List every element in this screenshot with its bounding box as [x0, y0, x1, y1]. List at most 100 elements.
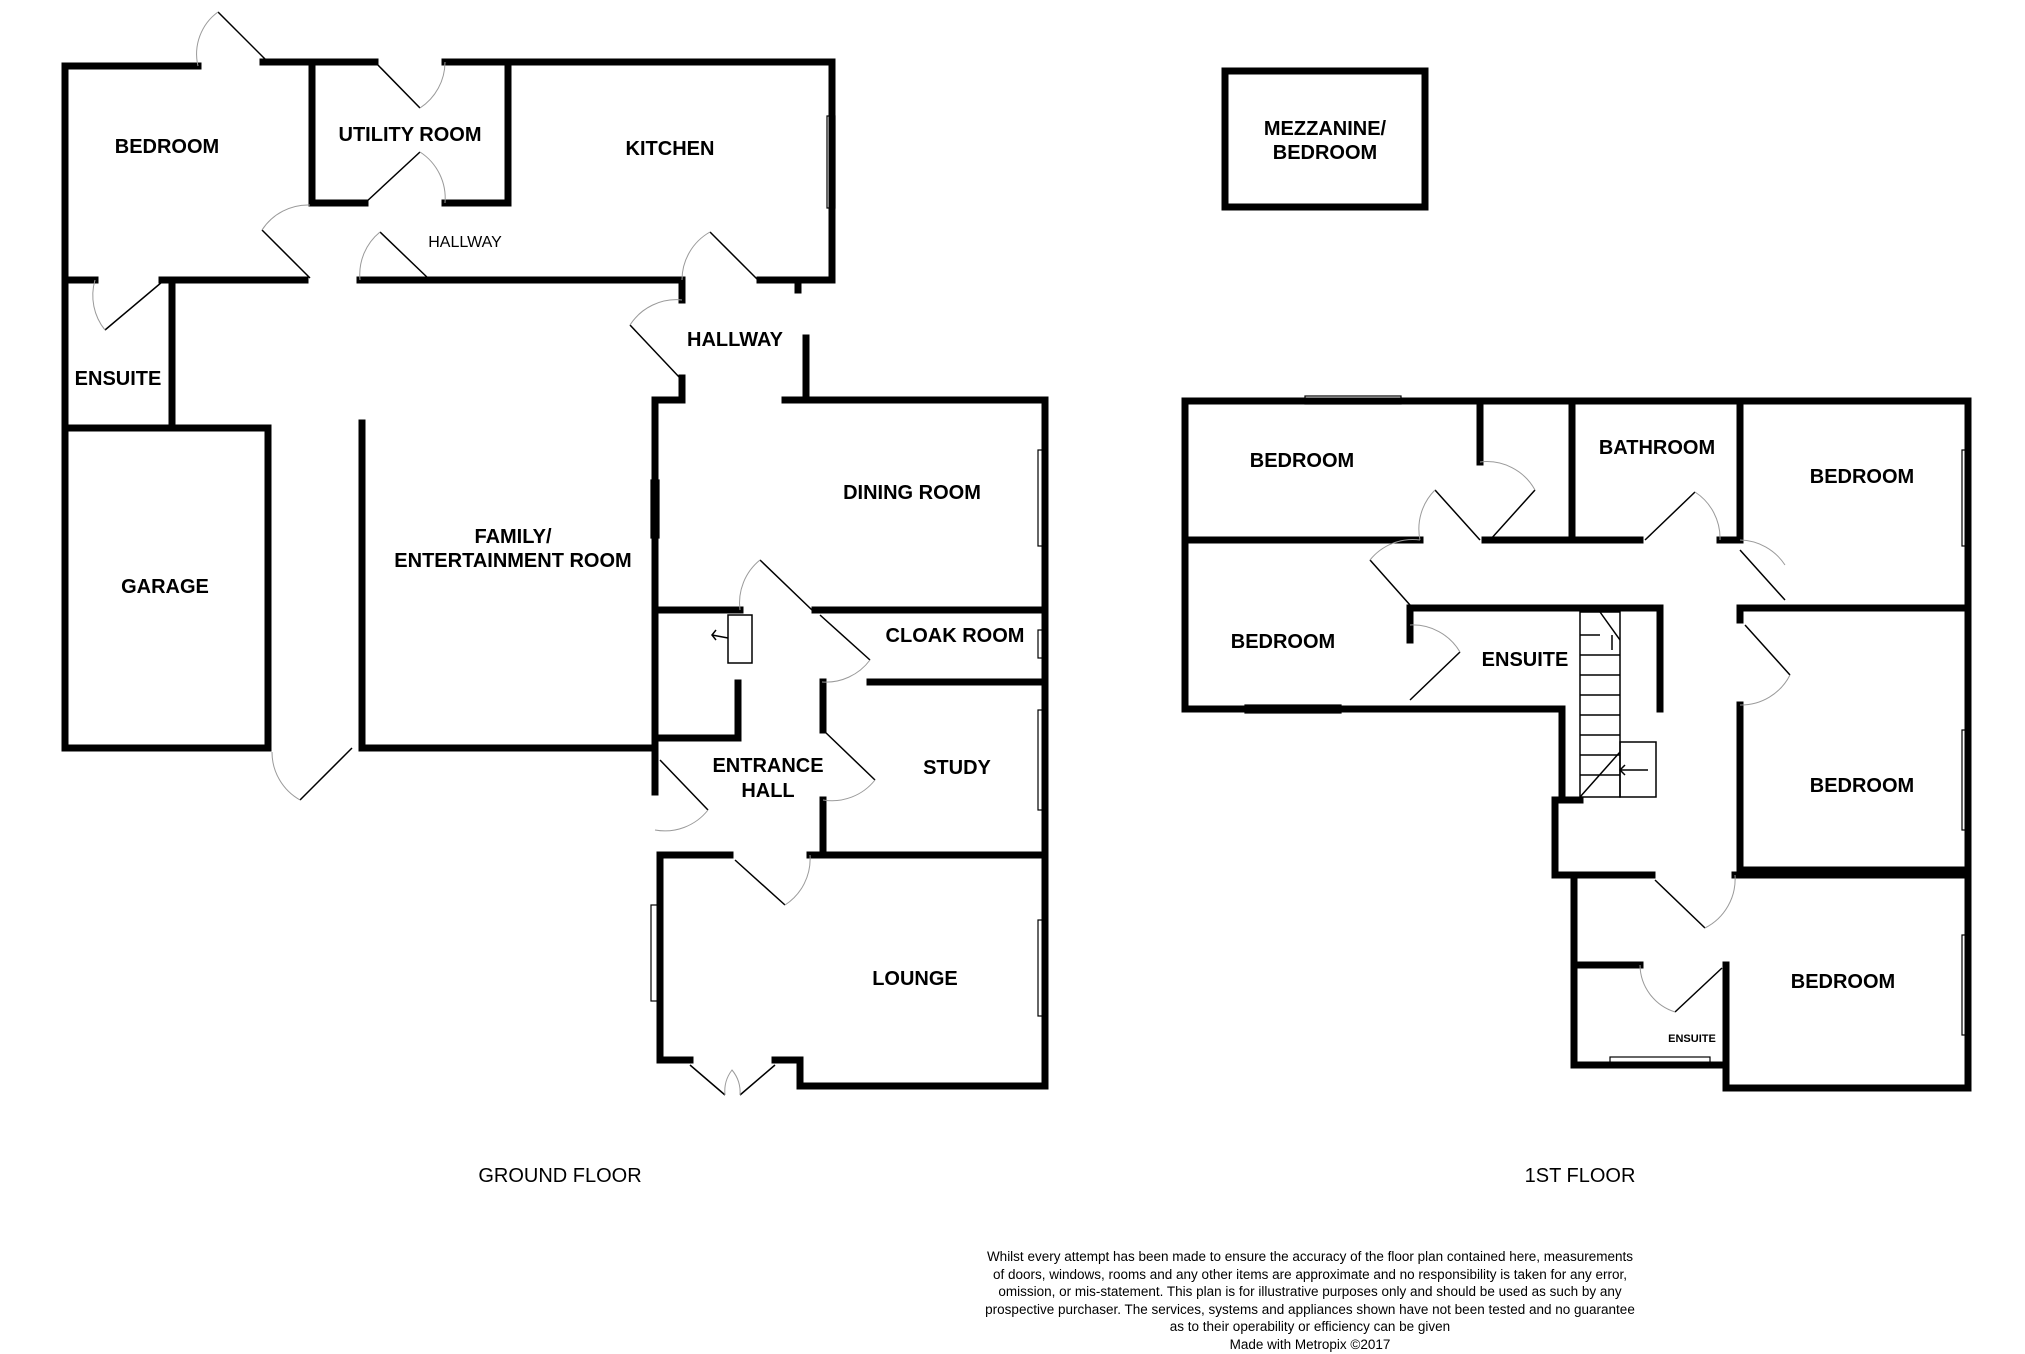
door-cloak	[819, 614, 871, 661]
wall-utility-east	[441, 58, 512, 207]
door-cloak-swing	[821, 659, 871, 683]
door-utility-north	[374, 61, 421, 109]
room-label-hallway: HALLWAY	[687, 329, 784, 351]
ground-floor-label: GROUND FLOOR	[478, 1165, 641, 1187]
ff-room-label-ensuite-small: ENSUITE	[1668, 1033, 1716, 1045]
door-dining-swing	[739, 559, 761, 611]
room-label-lounge: LOUNGE	[872, 968, 958, 990]
disclaimer-line: as to their operability or efficiency ca…	[1169, 1319, 1451, 1334]
door-kitchen-swing	[681, 231, 711, 281]
door-ensuite	[104, 281, 163, 331]
ff-door-bedroom-tr-swing	[1739, 539, 1786, 566]
ff-room-label-bedroom-tl: BEDROOM	[1250, 450, 1354, 472]
ff-door-ensuite-mid-swing	[1409, 624, 1461, 653]
disclaimer-line: of doors, windows, rooms and any other i…	[992, 1266, 1628, 1282]
ff-wall-ensuite-mid	[1406, 604, 1664, 713]
door-family-south-swing	[271, 751, 301, 801]
room-label-mezzanine-1: MEZZANINE/	[1264, 118, 1387, 140]
door-study-swing	[822, 779, 876, 802]
ff-room-label-bathroom: BATHROOM	[1599, 437, 1715, 459]
disclaimer-line: prospective purchaser. The services, sys…	[985, 1301, 1635, 1317]
room-label-study: STUDY	[923, 757, 991, 779]
stair-ground	[727, 614, 753, 664]
door-study	[822, 729, 876, 781]
made-with-credit: Made with Metropix ©2017	[1229, 1336, 1391, 1352]
door-lounge-swing	[784, 854, 811, 906]
ff-wall-bedroom-r-west	[1736, 701, 1972, 874]
disclaimer: Whilst every attempt has been made to en…	[940, 1248, 1680, 1353]
ff-door-bedroom-ml	[1369, 559, 1411, 606]
wall-west	[61, 62, 272, 752]
ff-room-label-bedroom-tr: BEDROOM	[1810, 466, 1914, 488]
wall-stair-stub	[651, 679, 742, 742]
door-lounge	[734, 859, 786, 906]
door-bedroom-hall-swing	[261, 204, 311, 231]
first-floor-plan	[1181, 395, 1972, 1092]
door-hall-family-swing	[359, 231, 381, 281]
ff-door-bedroom-tl-a-swing	[1418, 489, 1436, 541]
ff-room-label-ensuite-mid: ENSUITE	[1482, 649, 1569, 671]
room-label-cloak: CLOAK ROOM	[886, 625, 1025, 647]
ff-door-bedroom-r	[1744, 624, 1791, 676]
ff-door-bedroom-b-swing	[1704, 874, 1736, 929]
ff-door-bedroom-tl-b	[1489, 489, 1536, 541]
door-bedroom-front-swing	[196, 11, 219, 67]
ff-door-bathroom	[1644, 491, 1696, 541]
wall-lounge-west	[656, 851, 694, 1064]
ff-door-bedroom-ml-swing	[1369, 539, 1421, 561]
door-dining	[759, 559, 813, 611]
ff-room-label-bedroom-ml: BEDROOM	[1231, 631, 1335, 653]
ff-room-label-bedroom-b: BEDROOM	[1791, 971, 1895, 993]
room-label-entrance-2: HALL	[741, 780, 794, 802]
room-label-kitchen: KITCHEN	[626, 138, 715, 160]
ff-door-bedroom-tl-a	[1434, 489, 1481, 541]
wall-lounge-south	[771, 1056, 804, 1090]
room-label-family-1: FAMILY/	[474, 526, 551, 548]
door-entrance-west	[659, 759, 709, 811]
disclaimer-line: omission, or mis-statement. This plan is…	[998, 1284, 1622, 1299]
door-kitchen	[709, 231, 759, 281]
room-label-hallway-upper: HALLWAY	[428, 234, 502, 251]
ff-door-bedroom-tr	[1739, 549, 1786, 601]
door-utility-south-swing	[419, 151, 446, 204]
ground-floor-plan	[61, 11, 1049, 1096]
door-patio-left	[689, 1064, 726, 1096]
mezzanine-outline	[1221, 67, 1429, 211]
door-patio-right	[739, 1064, 776, 1096]
door-entrance-west-swing	[654, 809, 709, 832]
stair-arrow	[711, 634, 729, 639]
door-utility-south	[364, 151, 421, 204]
wall-north-kitchen	[441, 58, 836, 284]
ff-door-ensuite-small	[1674, 967, 1723, 1013]
room-label-bedroom: BEDROOM	[115, 136, 219, 158]
door-utility-north-swing	[419, 61, 446, 109]
door-patio-swing	[724, 1069, 741, 1096]
room-label-utility: UTILITY ROOM	[339, 124, 482, 146]
door-hallway-west	[629, 324, 681, 379]
door-bedroom-hall	[261, 229, 311, 279]
room-label-ensuite: ENSUITE	[75, 368, 162, 390]
first-floor-label: 1ST FLOOR	[1525, 1165, 1636, 1187]
ff-door-bedroom-tl-b-swing	[1479, 461, 1536, 491]
door-hallway-west-swing	[629, 299, 683, 326]
ff-door-ensuite-small-swing	[1639, 964, 1676, 1013]
door-ensuite-swing	[92, 279, 106, 331]
ff-door-bedroom-r-swing	[1739, 674, 1791, 706]
wall-hall-north-2	[356, 276, 686, 304]
ff-door-bedroom-b	[1654, 879, 1706, 929]
wall-family-inner	[358, 419, 659, 752]
disclaimer-line: Whilst every attempt has been made to en…	[986, 1249, 1634, 1264]
wall-utility	[308, 58, 369, 207]
door-hall-family	[379, 231, 431, 281]
door-family-south	[299, 747, 353, 801]
door-bedroom-front	[217, 11, 269, 63]
ff-door-ensuite-mid	[1409, 651, 1461, 701]
stair-first	[1579, 611, 1657, 798]
stair-arrow-head	[711, 629, 717, 641]
room-label-dining: DINING ROOM	[843, 482, 981, 504]
room-label-mezzanine-2: BEDROOM	[1273, 142, 1377, 164]
ff-door-bathroom-swing	[1694, 491, 1721, 541]
ff-room-label-bedroom-r: BEDROOM	[1810, 775, 1914, 797]
ff-wall-bedroom-tl-south	[1481, 397, 1576, 544]
